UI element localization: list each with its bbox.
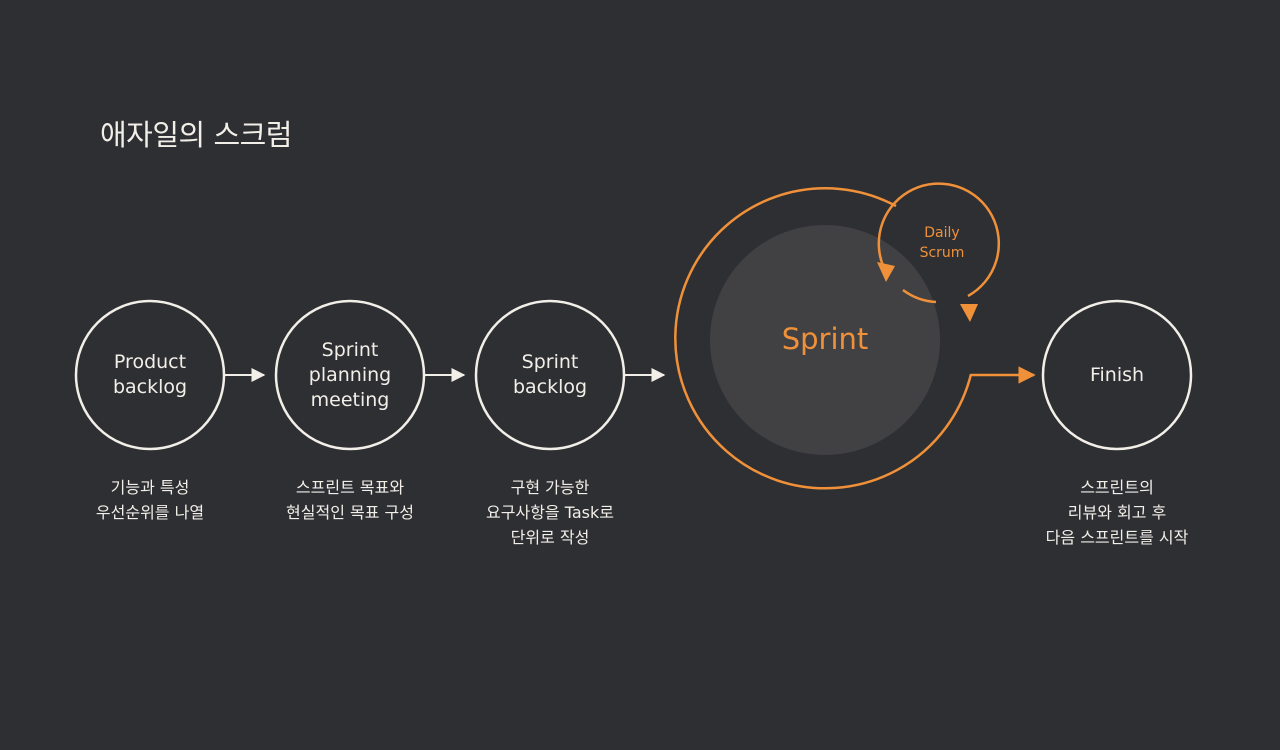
finish-label: Finish	[1089, 363, 1145, 386]
sprint-planning-circle	[274, 299, 426, 451]
sprint-label: Sprint	[781, 322, 869, 356]
sprint-loop-arc	[674, 187, 973, 490]
daily-scrum-label: Daily Scrum	[919, 225, 965, 261]
sprint-planning-description: 스프린트 목표와 현실적인 목표 구성	[286, 478, 414, 522]
daily-scrum-arrowhead	[877, 262, 895, 282]
sprint-loop-arrowhead	[960, 304, 978, 322]
product-backlog-description: 기능과 특성 우선순위를 나열	[95, 478, 205, 522]
finish-description: 스프린트의 리뷰와 회고 후 다음 스프린트를 시작	[1045, 478, 1189, 547]
sprint-planning-label: Sprint planning meeting	[308, 338, 392, 411]
daily-scrum-loop	[877, 182, 1001, 298]
finish-circle	[1041, 299, 1193, 451]
page-title: 애자일의 스크럼	[100, 118, 292, 152]
product-backlog-circle	[74, 299, 226, 451]
sprint-backlog-label: Sprint backlog	[512, 351, 588, 398]
sprint-backlog-description: 구현 가능한 요구사항을 Task로 단위로 작성	[486, 478, 614, 547]
daily-scrum-tail	[902, 288, 937, 304]
sprint-backlog-circle	[474, 299, 626, 451]
product-backlog-label: Product backlog	[112, 351, 188, 398]
sprint-inner-circle	[710, 225, 940, 455]
